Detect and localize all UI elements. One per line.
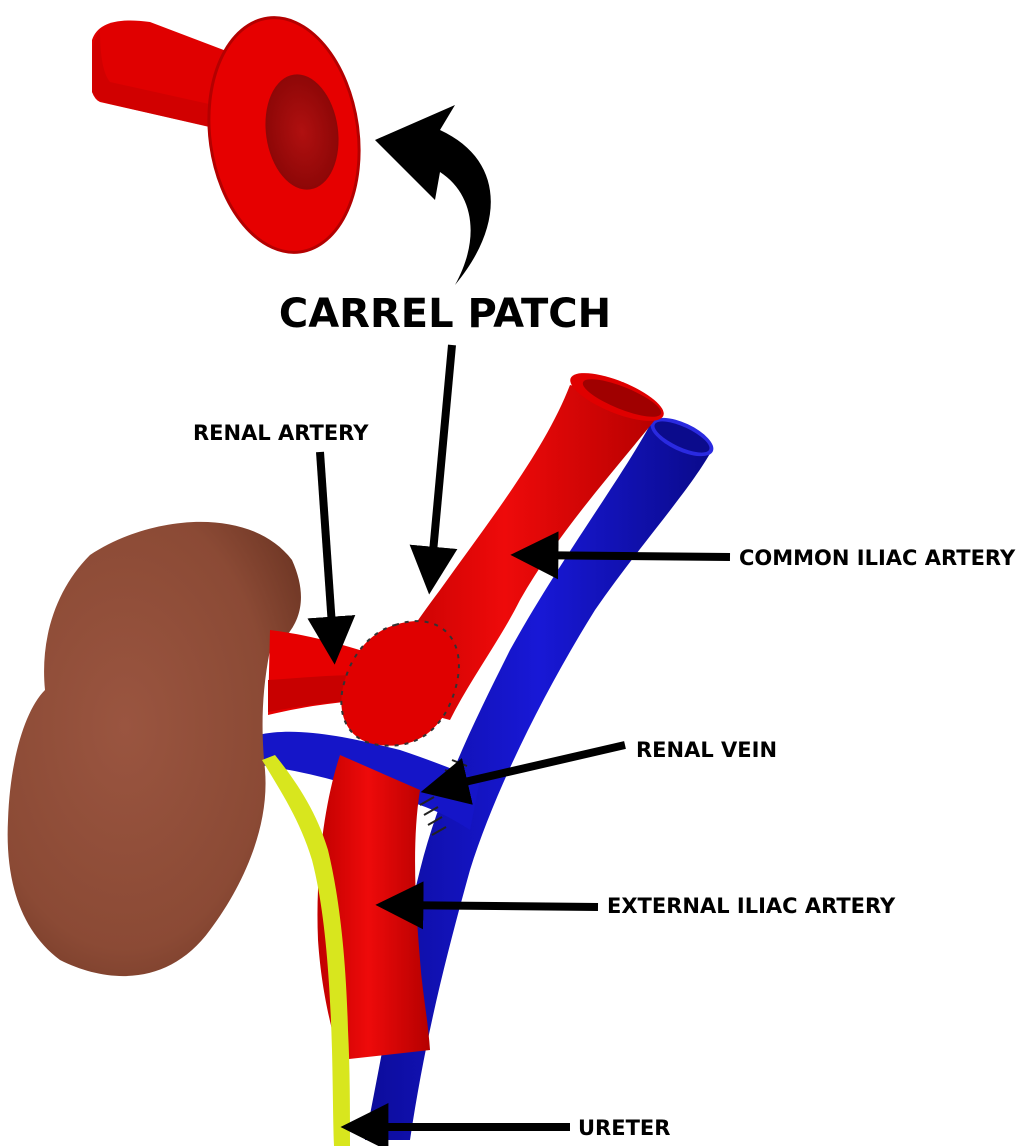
curved-arrow-to-patch bbox=[375, 105, 491, 285]
label-carrel-patch: CARREL PATCH bbox=[279, 291, 611, 337]
external-iliac-artery-arrow bbox=[385, 905, 598, 907]
renal-artery-arrow bbox=[320, 452, 334, 655]
carrel-patch-anastomosis bbox=[341, 621, 459, 746]
carrel-patch-illustration bbox=[92, 8, 374, 262]
label-renal-vein: RENAL VEIN bbox=[636, 738, 777, 762]
label-external-iliac-artery: EXTERNAL ILIAC ARTERY bbox=[607, 894, 896, 918]
label-common-iliac-artery: COMMON ILIAC ARTERY bbox=[739, 546, 1016, 570]
carrel-patch-arrow bbox=[430, 345, 452, 585]
kidney bbox=[8, 522, 301, 976]
label-renal-artery: RENAL ARTERY bbox=[193, 421, 369, 445]
common-iliac-artery-arrow bbox=[520, 555, 730, 557]
label-ureter: URETER bbox=[578, 1116, 670, 1140]
